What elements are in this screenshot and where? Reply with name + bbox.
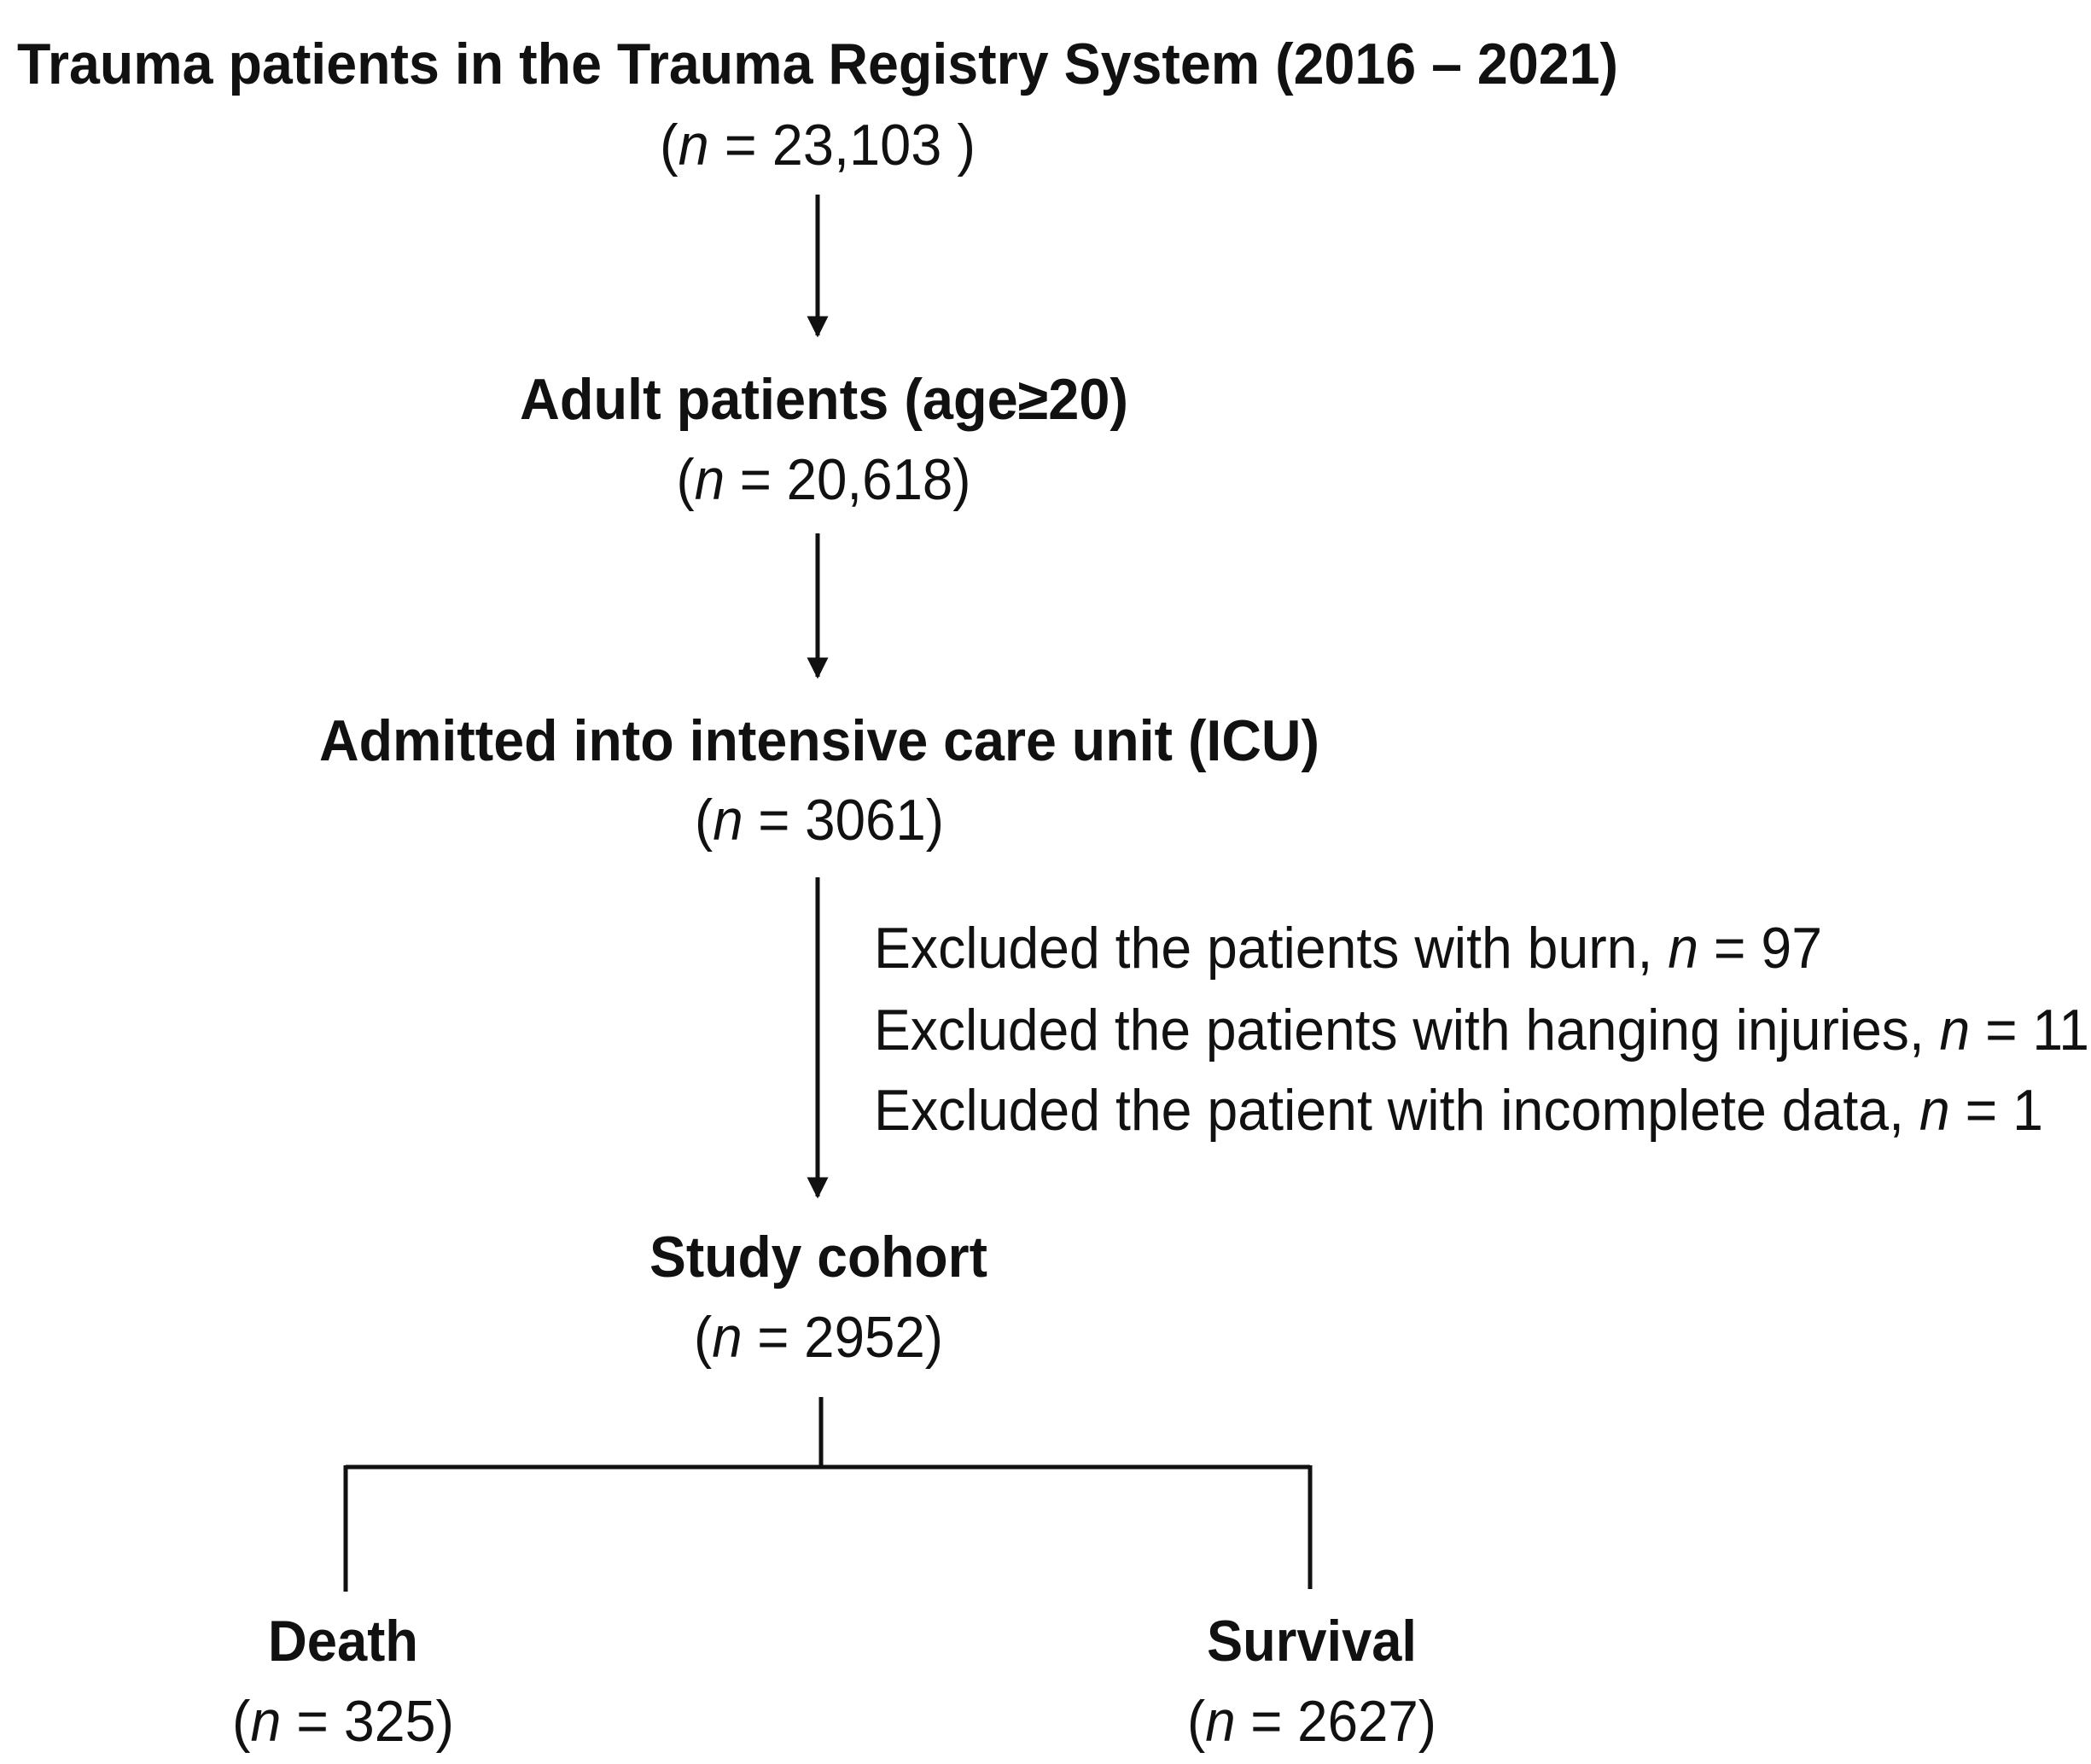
survival-title: Survival [1207, 1609, 1417, 1674]
registry-title: Trauma patients in the Trauma Registry S… [17, 32, 1618, 96]
cohort-count: (n = 2952) [694, 1305, 943, 1370]
registry-count: (n = 23,103 ) [660, 113, 976, 178]
exclusion-incomplete: Excluded the patient with incomplete dat… [874, 1078, 2043, 1143]
icu-title: Admitted into intensive care unit (ICU) [319, 708, 1319, 773]
death-count: (n = 325) [232, 1689, 454, 1754]
exclusion-hanging: Excluded the patients with hanging injur… [874, 998, 2089, 1062]
survival-count: (n = 2627) [1187, 1689, 1436, 1754]
death-title: Death [268, 1609, 418, 1674]
split-connector [343, 1397, 1313, 1592]
cohort-title: Study cohort [649, 1225, 987, 1290]
adult-count: (n = 20,618) [677, 447, 971, 512]
icu-count: (n = 3061) [695, 788, 944, 853]
exclusion-burn: Excluded the patients with burn, n = 97 [874, 916, 1822, 981]
adult-title: Adult patients (age≥20) [520, 367, 1128, 432]
